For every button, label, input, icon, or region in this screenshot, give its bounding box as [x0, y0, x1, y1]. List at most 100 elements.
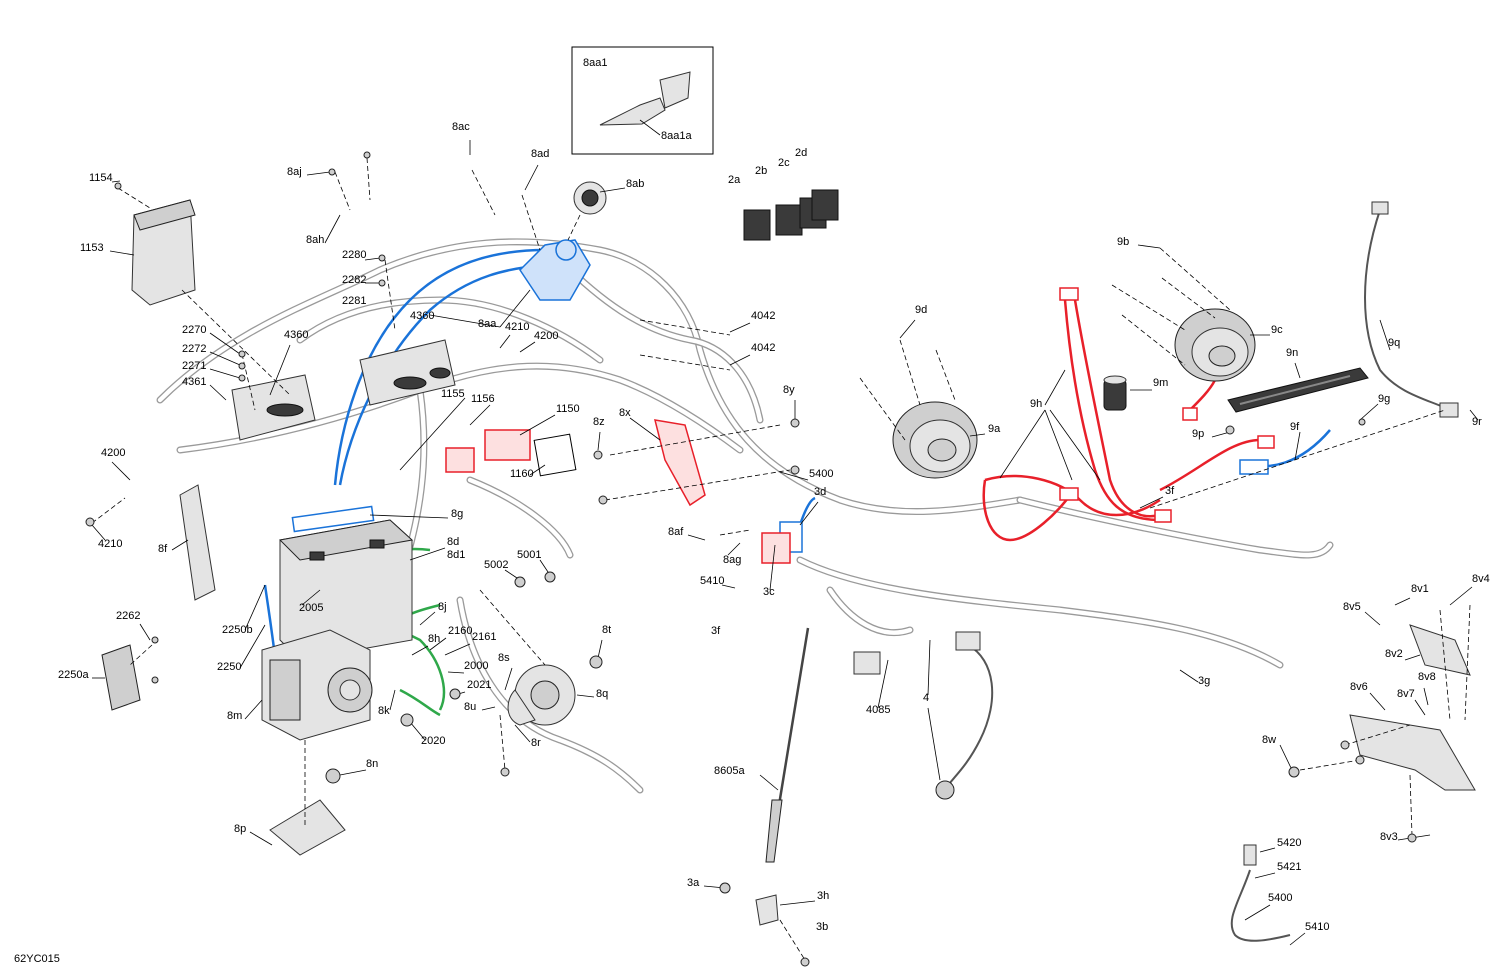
callout-2021: 2021	[467, 679, 491, 691]
callout-2c: 2c	[778, 157, 790, 169]
callout-9d: 9d	[915, 304, 927, 316]
callout-3a: 3a	[687, 877, 700, 889]
callout-2a: 2a	[728, 174, 741, 186]
audio-harness-red	[982, 287, 1275, 542]
callout-1150: 1150	[556, 403, 580, 415]
callout-4210: 4210	[98, 538, 122, 550]
diagram-code: 62YC015	[14, 953, 60, 965]
callout-1154: 1154	[89, 172, 113, 184]
callout-4: 4	[923, 692, 929, 704]
callout-8ad: 8ad	[531, 148, 549, 160]
callout-2270: 2270	[182, 324, 206, 336]
callout-9f: 9f	[1290, 421, 1300, 433]
callout-9a: 9a	[988, 423, 1001, 435]
callout-8r: 8r	[531, 737, 541, 749]
audio-panel	[1227, 367, 1369, 413]
callout-1155: 1155	[441, 388, 465, 400]
battery	[278, 519, 414, 661]
callout-9c: 9c	[1271, 324, 1283, 336]
callout-4360: 4360	[410, 310, 434, 322]
antenna	[755, 627, 810, 926]
callout-2271: 2271	[182, 360, 206, 372]
callout-5400: 5400	[1268, 892, 1292, 904]
callout-2160: 2160	[448, 625, 472, 637]
callout-2282: 2282	[342, 274, 366, 286]
callout-3g: 3g	[1198, 675, 1210, 687]
key-inset	[571, 46, 714, 155]
usb-socket	[1103, 375, 1127, 411]
callout-8v4: 8v4	[1472, 573, 1490, 585]
callout-3c: 3c	[763, 586, 775, 598]
callout-9m: 9m	[1153, 377, 1168, 389]
callout-2161: 2161	[472, 631, 496, 643]
callout-8ac: 8ac	[452, 121, 470, 133]
antenna-cable	[1364, 201, 1459, 418]
callout-2280: 2280	[342, 249, 366, 261]
speaker-right	[1174, 308, 1256, 382]
callout-2d: 2d	[795, 147, 807, 159]
callout-8v3: 8v3	[1380, 831, 1398, 843]
callout-9q: 9q	[1388, 337, 1400, 349]
callout-8t: 8t	[602, 624, 611, 636]
callout-2272: 2272	[182, 343, 206, 355]
callout-labels: 115411538aj8ah8ac8ad8ab8aa18aa1a2a2b2c2d…	[58, 57, 1490, 933]
sensors	[853, 631, 994, 800]
callout-2262: 2262	[116, 610, 140, 622]
callout-8v1: 8v1	[1411, 583, 1429, 595]
callout-8u: 8u	[464, 701, 476, 713]
callout-8aj: 8aj	[287, 166, 302, 178]
speaker-left	[892, 401, 978, 479]
control-module-left	[231, 374, 316, 441]
callout-8h: 8h	[428, 633, 440, 645]
callout-2250: 2250	[217, 661, 241, 673]
callout-9r: 9r	[1472, 416, 1482, 428]
callout-8m: 8m	[227, 710, 242, 722]
callout-2b: 2b	[755, 165, 767, 177]
callout-8aa: 8aa	[478, 318, 497, 330]
callout-8v8: 8v8	[1418, 671, 1436, 683]
callout-8w: 8w	[1262, 734, 1276, 746]
control-module-right	[359, 339, 456, 406]
callout-3d: 3d	[814, 486, 826, 498]
callout-8q: 8q	[596, 688, 608, 700]
callout-8x: 8x	[619, 407, 631, 419]
callout-8d: 8d	[447, 536, 459, 548]
horn	[507, 664, 576, 726]
fuse-box	[131, 199, 196, 306]
door-lock-assembly	[1349, 624, 1476, 791]
callout-2250b: 2250b	[222, 624, 253, 636]
callout-8y: 8y	[783, 384, 795, 396]
callout-2005: 2005	[299, 602, 323, 614]
callout-9g: 9g	[1378, 393, 1390, 405]
abs-module	[261, 629, 373, 741]
main-harness	[156, 238, 1334, 794]
sub-harness	[1230, 844, 1291, 942]
callout-4085: 4085	[866, 704, 890, 716]
callout-5421: 5421	[1277, 861, 1301, 873]
ignition-harness-blue	[263, 248, 1331, 701]
callout-4210: 4210	[505, 321, 529, 333]
callout-8s: 8s	[498, 652, 510, 664]
callout-4042: 4042	[751, 342, 775, 354]
callout-8aa1: 8aa1	[583, 57, 607, 69]
callout-8ag: 8ag	[723, 554, 741, 566]
callout-8j: 8j	[438, 601, 447, 613]
callout-3h: 3h	[817, 890, 829, 902]
callout-5410: 5410	[1305, 921, 1329, 933]
callout-8605a: 8605a	[714, 765, 745, 777]
callout-8v2: 8v2	[1385, 648, 1403, 660]
callout-8ah: 8ah	[306, 234, 324, 246]
callout-4360: 4360	[284, 329, 308, 341]
callout-1153: 1153	[80, 242, 104, 254]
callout-8v6: 8v6	[1350, 681, 1368, 693]
callout-9n: 9n	[1286, 347, 1298, 359]
callout-2281: 2281	[342, 295, 366, 307]
callout-9b: 9b	[1117, 236, 1129, 248]
callout-2250a: 2250a	[58, 669, 89, 681]
callout-5420: 5420	[1277, 837, 1301, 849]
callout-2000: 2000	[464, 660, 488, 672]
callout-8z: 8z	[593, 416, 605, 428]
callout-3b: 3b	[816, 921, 828, 933]
brackets	[101, 484, 346, 856]
